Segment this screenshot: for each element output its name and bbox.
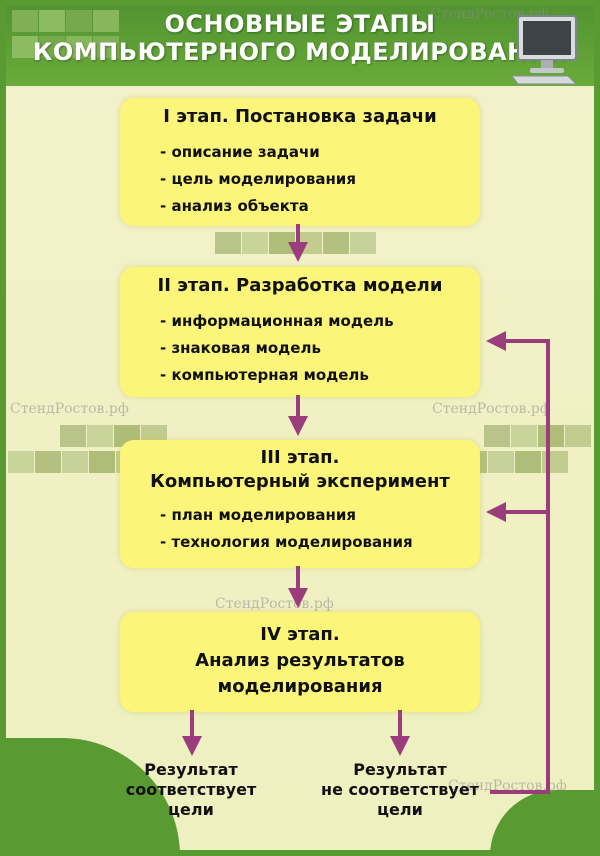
list-item: - план моделирования: [160, 506, 357, 524]
poster-title: ОСНОВНЫЕ ЭТАПЫ КОМПЬЮТЕРНОГО МОДЕЛИРОВАН…: [0, 10, 600, 66]
result-mismatch-line-3: цели: [377, 800, 423, 819]
list-item: - анализ объекта: [160, 197, 309, 215]
computer-monitor-icon: [511, 15, 578, 85]
watermark: СтендРостов.рф: [10, 401, 129, 417]
stage-4-box: IV этап. Анализ результатов моделировани…: [120, 612, 480, 712]
stage-1-list: - описание задачи - цель моделирования -…: [160, 139, 480, 220]
stage-3-title-line-2: Компьютерный эксперимент: [150, 471, 450, 492]
result-mismatch-line-1: Результат: [353, 760, 447, 779]
result-match: Результат соответствует цели: [106, 760, 276, 820]
decorative-tiles: [12, 36, 120, 58]
stage-3-title: III этап. Компьютерный эксперимент: [120, 446, 480, 494]
stage-4-title-line-3: моделирования: [217, 676, 383, 697]
stage-1-box: I этап. Постановка задачи - описание зад…: [120, 98, 480, 226]
watermark: СтендРостов.рф: [432, 401, 551, 417]
title-line-2: КОМПЬЮТЕРНОГО МОДЕЛИРОВАНИЯ: [32, 38, 568, 66]
stage-2-list: - информационная модель - знаковая модел…: [160, 308, 480, 389]
decorative-tiles: [484, 425, 592, 447]
result-match-line-3: цели: [168, 800, 214, 819]
list-item: - технология моделирования: [160, 533, 413, 551]
decorative-tiles: [12, 10, 120, 32]
stage-1-title: I этап. Постановка задачи: [163, 106, 437, 127]
list-item: - знаковая модель: [160, 339, 321, 357]
stage-3-list: - план моделирования - технология модели…: [160, 502, 480, 556]
decorative-tiles: [215, 232, 377, 254]
result-mismatch: Результат не соответствует цели: [300, 760, 500, 820]
result-mismatch-line-2: не соответствует: [321, 780, 479, 799]
list-item: - цель моделирования: [160, 170, 356, 188]
stage-2-box: II этап. Разработка модели - информацион…: [120, 267, 480, 397]
list-item: - информационная модель: [160, 312, 394, 330]
stage-3-title-line-1: III этап.: [260, 447, 340, 468]
feedback-loop-line: [490, 339, 550, 794]
stage-2-title: II этап. Разработка модели: [157, 275, 443, 296]
list-item: - компьютерная модель: [160, 366, 369, 384]
result-match-line-1: Результат: [144, 760, 238, 779]
stage-3-box: III этап. Компьютерный эксперимент - пла…: [120, 440, 480, 568]
result-match-line-2: соответствует: [125, 780, 257, 799]
stage-4-title-line-1: IV этап.: [260, 624, 340, 645]
list-item: - описание задачи: [160, 143, 320, 161]
stage-4-title: IV этап. Анализ результатов моделировани…: [120, 622, 480, 700]
title-line-1: ОСНОВНЫЕ ЭТАПЫ: [164, 10, 436, 38]
stage-4-title-line-2: Анализ результатов: [195, 650, 405, 671]
